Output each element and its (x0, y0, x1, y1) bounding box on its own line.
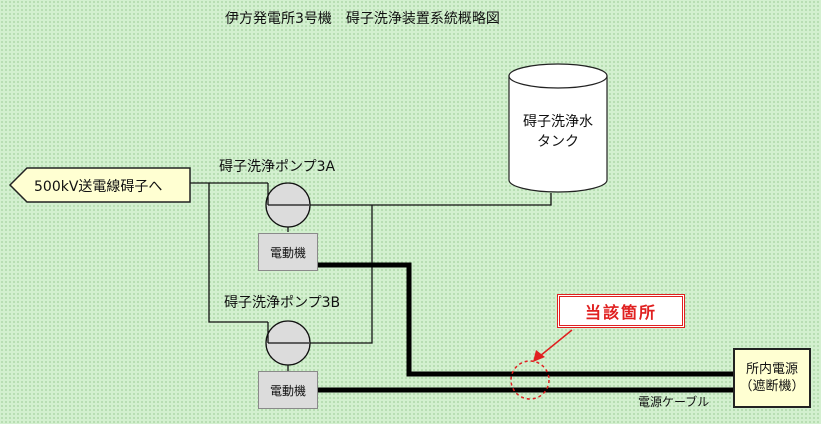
tank-label-line2: タンク (537, 134, 579, 150)
affected-location-circle (510, 360, 550, 400)
power-source-box: 所内電源 （遮断機） (733, 348, 811, 408)
pump-b-label: 碍子洗浄ポンプ3B (224, 295, 341, 311)
affected-location-callout: 当該箇所 (557, 294, 685, 328)
callout-leader (539, 329, 573, 357)
motor-a-box: 電動機 (258, 233, 318, 271)
pump-a-symbol (265, 182, 311, 228)
power-source-line2: （遮断機） (739, 379, 805, 394)
pipe-supply-to-b (309, 205, 373, 344)
tank-label-line1: 碍子洗浄水 (523, 114, 593, 130)
pipe-tank-supply (309, 193, 552, 206)
tank-label: 碍子洗浄水 タンク (509, 112, 607, 152)
callout-arrowhead (533, 350, 545, 362)
diagram-title: 伊方発電所3号機 碍子洗浄装置系統概略図 (225, 11, 500, 27)
water-tank (508, 63, 608, 193)
power-cables (318, 262, 733, 393)
power-source-line1: 所内電源 (745, 362, 798, 377)
cable-motor-a (318, 262, 733, 377)
cable-label: 電源ケーブル (638, 395, 710, 409)
pump-b-symbol (265, 320, 311, 366)
destination-arrow-shape (8, 167, 191, 203)
destination-label: 500kV送電線碍子へ (34, 179, 163, 195)
water-piping (190, 182, 552, 371)
motor-b-box: 電動機 (258, 371, 318, 409)
pump-a-label: 碍子洗浄ポンプ3A (219, 159, 336, 175)
pipe-branch-b-discharge (208, 183, 268, 323)
